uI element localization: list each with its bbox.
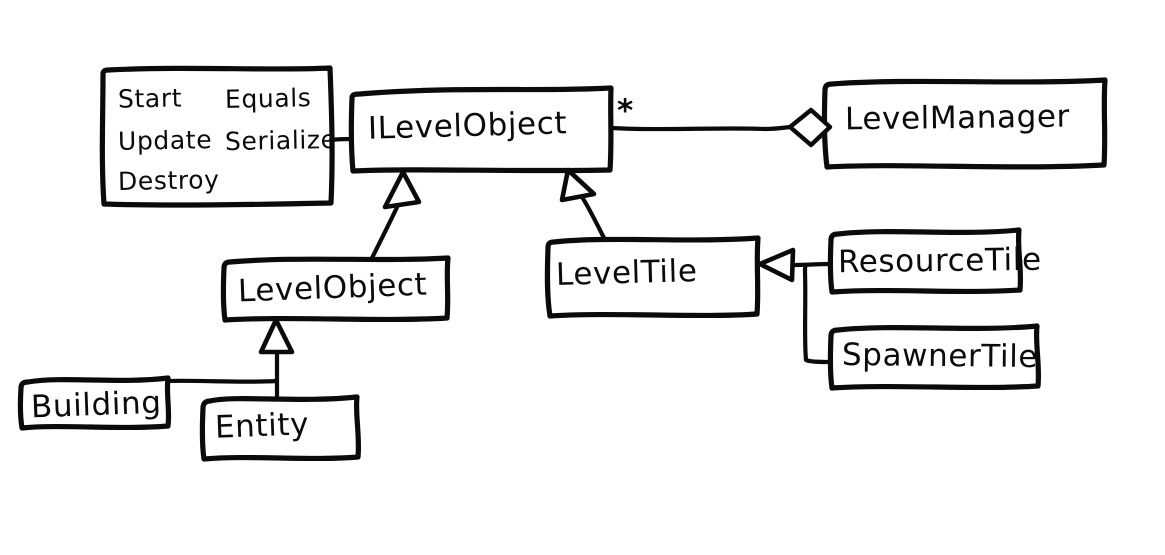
class-title-leveltile: LevelTile	[555, 253, 698, 293]
building-box-outline	[17, 375, 172, 431]
method-label-start: Start	[117, 83, 183, 114]
aggregation-multiplicity-label: *	[617, 93, 634, 129]
levelobject-box-outline	[220, 255, 451, 323]
aggregation-diamond	[787, 107, 833, 148]
class-title-resourcetile: ResourceTile	[837, 241, 1042, 281]
ilevelobject-box-outline	[348, 85, 614, 174]
method-label-destroy: Destroy	[117, 165, 220, 196]
class-title-entity: Entity	[214, 406, 310, 446]
class-title-levelobject: LevelObject	[237, 266, 428, 310]
generalization-line-building-to-stem	[165, 378, 280, 384]
class-title-building: Building	[30, 384, 163, 426]
entity-box-outline	[199, 394, 362, 462]
class-title-levelmanager: LevelManager	[844, 98, 1071, 138]
class-title-ilevelobject: ILevelObject	[367, 105, 568, 147]
generalization-arrow-levelobject	[382, 169, 422, 210]
methods-to-ilevelobject-connector	[328, 136, 354, 143]
method-label-serialize: Serialize	[224, 124, 337, 157]
spawnertile-box-outline	[827, 323, 1042, 391]
method-label-update: Update	[117, 125, 213, 156]
leveltile-box-outline	[544, 235, 761, 319]
generalization-line-levelobject-ilevelobject	[369, 200, 402, 261]
generalization-line-leveltile-ilevelobject	[579, 194, 607, 241]
resourcetile-box-outline	[827, 227, 1024, 295]
generalization-line-resourcetile-leveltile	[790, 261, 834, 268]
generalization-line-spawnertile-leveltile	[802, 262, 834, 365]
levelmanager-box-outline	[821, 77, 1108, 170]
method-label-equals: Equals	[224, 83, 312, 114]
generalization-arrow-resourcetile	[757, 247, 796, 283]
generalization-arrow-leveltile	[559, 167, 597, 203]
generalization-arrow-entity	[258, 317, 295, 355]
methods-box-outline	[99, 65, 335, 208]
aggregation-line-ilevelobject-levelmanager	[609, 124, 793, 132]
class-title-spawnertile: SpawnerTile	[841, 336, 1039, 376]
